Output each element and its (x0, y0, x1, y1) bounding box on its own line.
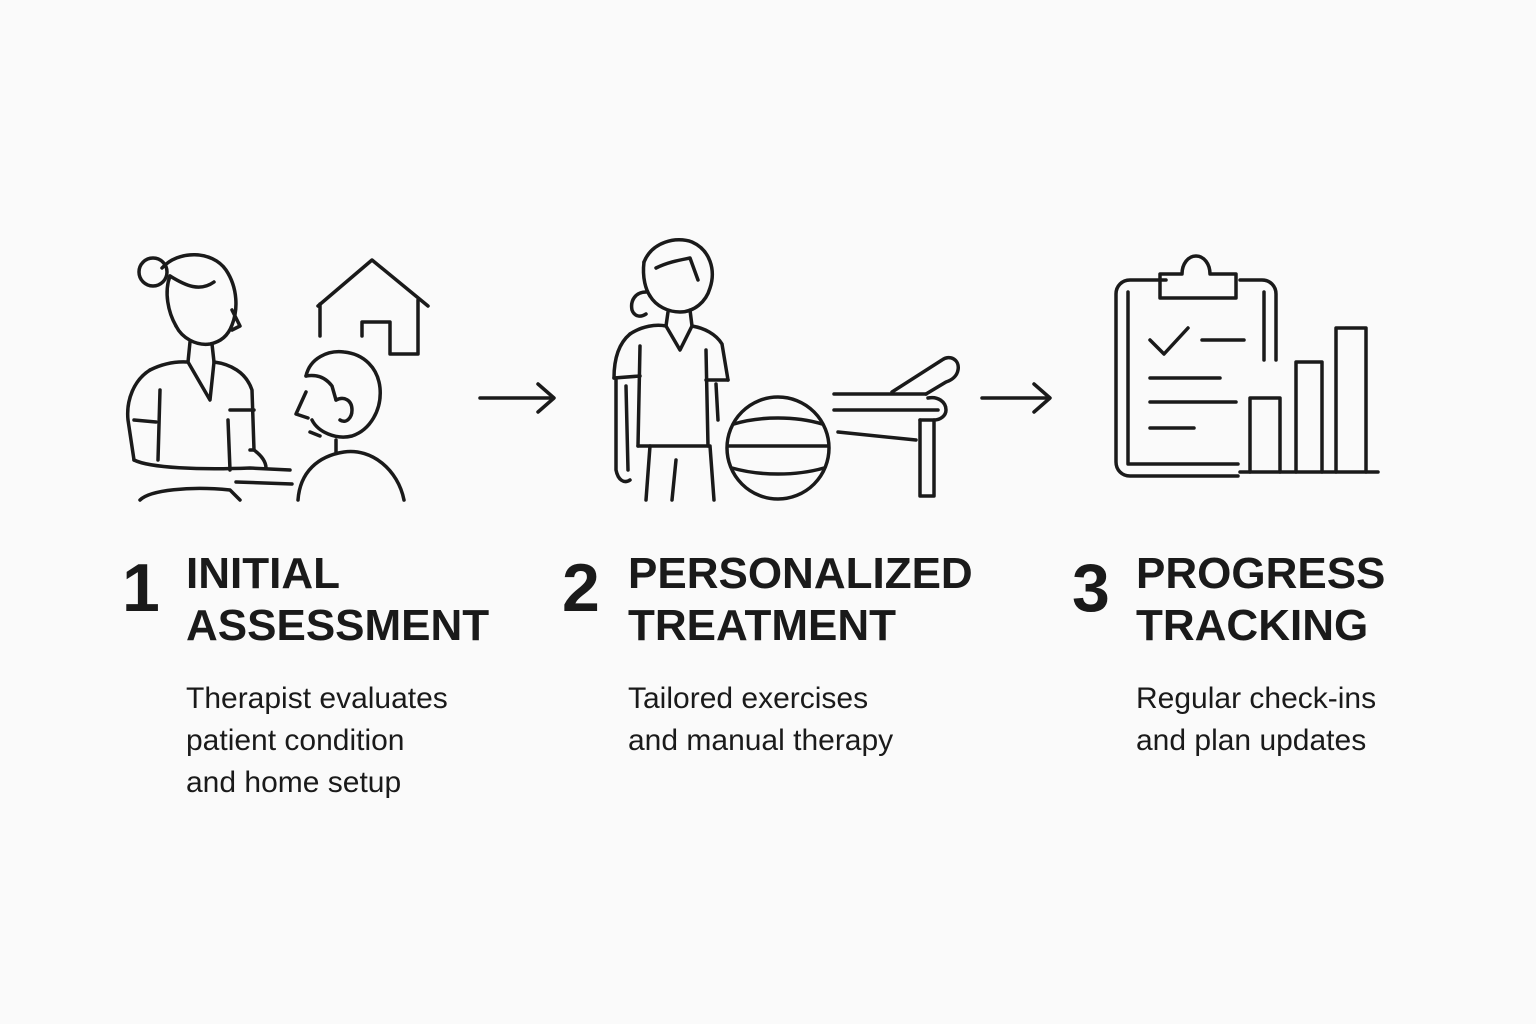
house-icon (316, 258, 430, 356)
step-3-title-line-2: TRACKING (1136, 601, 1369, 650)
step-3-description: Regular check-ins and plan updates (1136, 678, 1376, 762)
step-2-description: Tailored exercises and manual therapy (628, 678, 893, 762)
arrow-right-icon (478, 382, 556, 414)
step-3-desc-line-1: Regular check-ins (1136, 682, 1377, 715)
exercise-ball-icon (725, 395, 831, 501)
arrow-right-icon-2 (980, 382, 1052, 414)
treatment-table-icon (832, 355, 960, 498)
step-2-desc-line-1: Tailored exercises (628, 682, 869, 715)
bar-chart-icon (1238, 326, 1380, 474)
step-3-title: PROGRESS TRACKING (1136, 548, 1385, 652)
step-3-desc-line-2: and plan updates (1136, 724, 1367, 757)
step-3-title-line-1: PROGRESS (1136, 549, 1386, 598)
step-2-title-line-2: TREATMENT (628, 601, 897, 650)
step-2-title: PERSONALIZED TREATMENT (628, 548, 973, 652)
step-1-desc-line-3: and home setup (186, 766, 402, 799)
step-2-desc-line-2: and manual therapy (628, 724, 894, 757)
step-1-title: INITIAL ASSESSMENT (186, 548, 489, 652)
step-1-number: 1 (122, 550, 160, 626)
step-1-desc-line-1: Therapist evaluates (186, 682, 448, 715)
step-2-title-line-1: PERSONALIZED (628, 549, 973, 598)
step-1-description: Therapist evaluates patient condition an… (186, 678, 448, 804)
patient-icon (294, 349, 406, 502)
step-1-title-line-2: ASSESSMENT (186, 601, 490, 650)
clipboard-checklist-icon (1114, 254, 1278, 478)
step-2-number: 2 (562, 550, 600, 626)
step-1-title-line-1: INITIAL (186, 549, 340, 598)
therapist-standing-icon (612, 238, 730, 502)
step-3-number: 3 (1072, 550, 1110, 626)
step-1-desc-line-2: patient condition (186, 724, 405, 757)
therapist-icon (125, 253, 294, 502)
